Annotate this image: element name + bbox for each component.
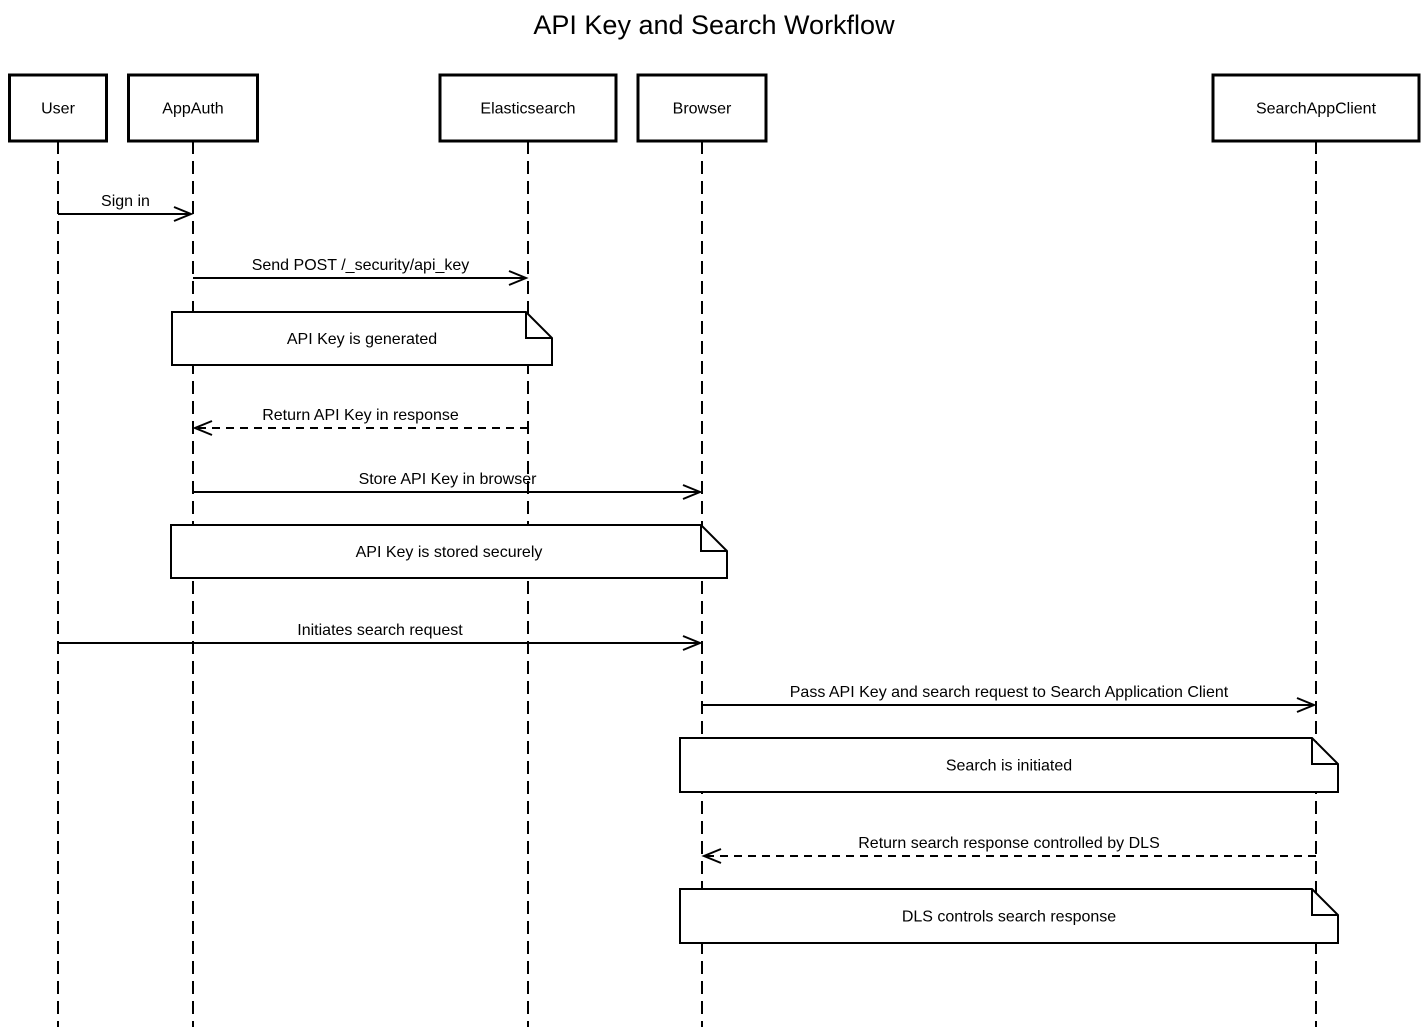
participant-box-appauth: [127, 73, 259, 143]
note-dls-controls-search-response: [679, 888, 1339, 944]
participant-label-user: User: [41, 101, 75, 118]
message-arrowhead-initiates-search-request: [682, 635, 703, 651]
participant-box-browser: [636, 73, 768, 143]
participant-label-searchappclient: SearchAppClient: [1256, 101, 1377, 118]
note-api-key-is-stored-securely: [170, 524, 728, 579]
participant-box-user: [8, 73, 108, 143]
note-search-is-initiated: [679, 737, 1339, 793]
note-api-key-is-generated: [171, 311, 553, 366]
participant-box-searchappclient: [1211, 73, 1421, 143]
message-arrowhead-return-search-response-controlled-by-dls: [701, 848, 722, 864]
note-fold-search-is-initiated: [1311, 738, 1338, 765]
note-fold-api-key-is-generated: [525, 312, 552, 339]
note-label-search-is-initiated: Search is initiated: [946, 758, 1072, 775]
note-label-dls-controls-search-response: DLS controls search response: [902, 909, 1116, 926]
message-label-pass-api-key-and-search-request-to-search-application-client: Pass API Key and search request to Searc…: [790, 684, 1229, 701]
message-arrowhead-return-api-key-in-response: [192, 420, 213, 436]
participant-label-elasticsearch: Elasticsearch: [480, 101, 575, 118]
participant-label-appauth: AppAuth: [162, 101, 223, 118]
participant-label-browser: Browser: [673, 101, 732, 118]
message-label-sign-in: Sign in: [101, 193, 150, 210]
message-label-return-search-response-controlled-by-dls: Return search response controlled by DLS: [858, 835, 1160, 852]
message-arrowhead-store-api-key-in-browser: [682, 484, 703, 500]
message-arrowhead-sign-in: [173, 206, 194, 222]
participant-box-elasticsearch: [438, 73, 618, 143]
note-label-api-key-is-generated: API Key is generated: [287, 331, 437, 348]
note-label-api-key-is-stored-securely: API Key is stored securely: [356, 544, 543, 561]
diagram-title: API Key and Search Workflow: [533, 10, 895, 40]
note-fold-dls-controls-search-response: [1311, 889, 1338, 916]
message-label-initiates-search-request: Initiates search request: [297, 622, 463, 639]
note-fold-api-key-is-stored-securely: [700, 525, 727, 552]
message-arrowhead-send-post-security-api-key: [508, 270, 529, 286]
message-label-send-post-security-api-key: Send POST /_security/api_key: [252, 257, 470, 274]
message-label-store-api-key-in-browser: Store API Key in browser: [359, 471, 538, 488]
message-arrowhead-pass-api-key-and-search-request-to-search-application-client: [1296, 697, 1317, 713]
message-label-return-api-key-in-response: Return API Key in response: [262, 407, 459, 424]
